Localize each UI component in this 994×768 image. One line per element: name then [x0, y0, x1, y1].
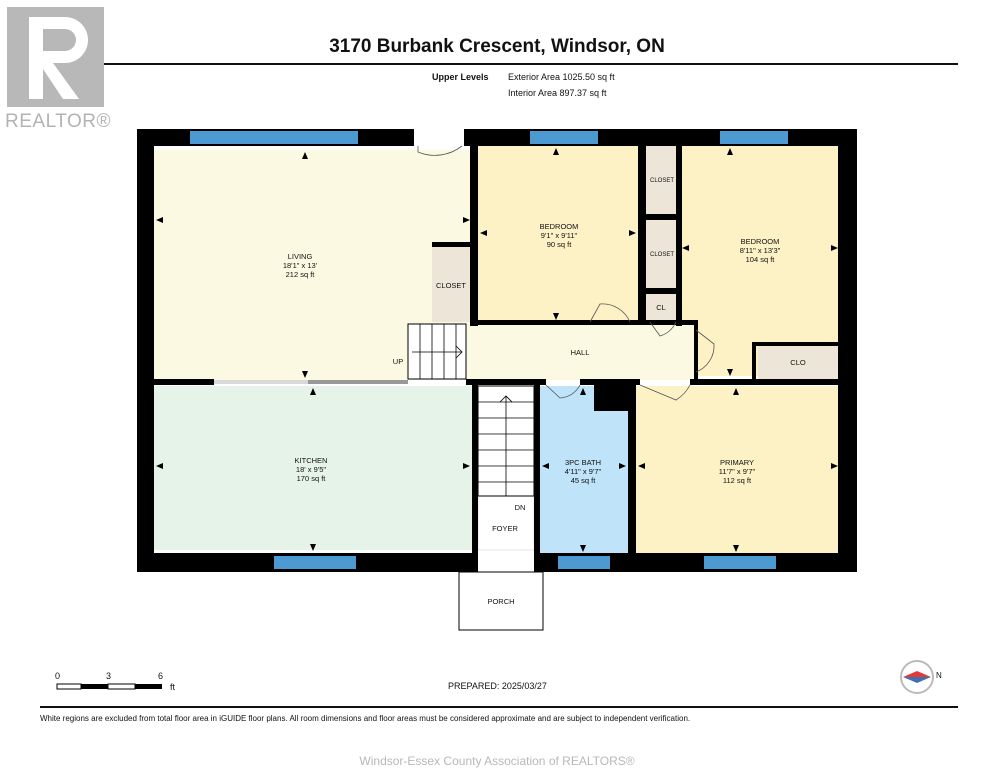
exterior-area: Exterior Area 1025.50 sq ft — [508, 72, 615, 82]
window — [704, 556, 776, 569]
entry-gap-south — [478, 553, 534, 572]
window — [530, 131, 598, 144]
interior-wall — [472, 385, 478, 553]
kitchen-room — [154, 386, 472, 550]
interior-wall — [432, 242, 472, 247]
scale-bar — [56, 683, 162, 690]
disclaimer: White regions are excluded from total fl… — [40, 714, 691, 723]
scale-tick-0: 0 — [55, 671, 61, 681]
footer-divider — [40, 706, 958, 708]
room-area: 170 sq ft — [296, 474, 326, 483]
interior-wall — [580, 379, 640, 385]
room-dims: 9'1" x 9'11" — [540, 231, 578, 240]
window — [274, 556, 356, 569]
bath-room — [540, 386, 628, 554]
interior-wall — [470, 146, 478, 326]
interior-wall — [752, 342, 756, 382]
compass-icon — [900, 660, 934, 694]
window — [190, 131, 358, 144]
room-area: 212 sq ft — [285, 270, 315, 279]
association-footer: Windsor-Essex County Association of REAL… — [359, 754, 635, 768]
prepared-date: PREPARED: 2025/03/27 — [448, 681, 547, 691]
bedroom-1-room — [478, 146, 638, 322]
east-wall — [838, 129, 857, 572]
compass-label: N — [936, 671, 942, 680]
room-dims: 18'1" x 13' — [282, 261, 318, 270]
page-title: 3170 Burbank Crescent, Windsor, ON — [329, 36, 665, 57]
window — [720, 131, 788, 144]
label-cl: CL — [656, 303, 666, 312]
cl-closet — [646, 294, 676, 322]
doors — [417, 145, 715, 582]
interior-wall — [676, 146, 682, 326]
label-closet-b: CLOSET — [649, 252, 674, 258]
label-up: UP — [392, 357, 404, 366]
room-dims: 18' x 9'5" — [295, 465, 327, 474]
room-label-kitchen: KITCHEN 18' x 9'5" 170 sq ft — [271, 456, 351, 483]
label-porch: PORCH — [487, 597, 515, 606]
scale-unit: ft — [170, 682, 176, 692]
realtor-r-icon — [29, 17, 89, 99]
room-dims: 11'7" x 9'7" — [718, 467, 756, 476]
stairs-up — [407, 323, 467, 380]
opening — [214, 380, 308, 384]
room-name: BEDROOM — [740, 237, 780, 246]
room-area: 104 sq ft — [745, 255, 775, 264]
interior-wall — [478, 320, 696, 325]
interior-area: Interior Area 897.37 sq ft — [508, 88, 607, 98]
interior-wall — [690, 379, 840, 385]
label-closet-a: CLOSET — [649, 178, 674, 184]
room-dims: 4'11" x 9'7" — [564, 467, 602, 476]
bedroom-closet-b — [646, 220, 678, 288]
porch — [458, 571, 544, 631]
scale-tick-3: 3 — [106, 671, 112, 681]
window — [558, 556, 610, 569]
interior-wall — [752, 342, 840, 346]
room-label-living: LIVING 18'1" x 13' 212 sq ft — [260, 252, 340, 279]
interior-wall — [640, 214, 680, 220]
room-dims: 8'11" x 13'3" — [739, 246, 781, 255]
interior-wall — [694, 320, 698, 380]
label-dn: DN — [514, 503, 526, 512]
room-name: BEDROOM — [539, 222, 579, 231]
room-area: 112 sq ft — [722, 476, 752, 485]
clo-closet — [758, 346, 838, 380]
interior-wall — [466, 379, 546, 385]
west-wall — [137, 129, 154, 572]
interior-wall — [640, 288, 680, 294]
room-label-bedroom-2: BEDROOM 8'11" x 13'3" 104 sq ft — [720, 237, 800, 264]
interior-wall — [154, 379, 214, 385]
interior-wall — [628, 385, 636, 553]
bedroom-closet-a — [646, 146, 678, 214]
room-name: 3PC BATH — [564, 458, 602, 467]
room-area: 90 sq ft — [546, 240, 572, 249]
level-label: Upper Levels — [432, 72, 489, 82]
room-name: LIVING — [287, 252, 313, 261]
room-label-bath: 3PC BATH 4'11" x 9'7" 45 sq ft — [547, 458, 619, 485]
room-name: PRIMARY — [719, 458, 755, 467]
header-divider — [40, 63, 958, 65]
entry-gap-north — [414, 129, 464, 146]
room-label-primary: PRIMARY 11'7" x 9'7" 112 sq ft — [697, 458, 777, 485]
living-closet — [432, 246, 470, 322]
stairs-down — [477, 385, 535, 497]
label-foyer: FOYER — [492, 524, 518, 533]
interior-wall — [594, 385, 630, 411]
room-name: KITCHEN — [294, 456, 328, 465]
interior-wall — [638, 146, 646, 322]
primary-room — [636, 386, 838, 554]
realtor-wordmark: REALTOR® — [5, 111, 111, 132]
hall-room — [466, 324, 694, 380]
interior-wall — [534, 385, 540, 553]
label-hall: HALL — [570, 348, 590, 357]
label-clo: CLO — [790, 358, 806, 367]
opening — [308, 380, 408, 384]
room-label-bedroom-1: BEDROOM 9'1" x 9'11" 90 sq ft — [519, 222, 599, 249]
scale-tick-6: 6 — [158, 671, 164, 681]
label-closet: CLOSET — [435, 281, 466, 290]
dimension-arrows — [156, 148, 838, 552]
room-area: 45 sq ft — [570, 476, 596, 485]
realtor-logo — [7, 7, 104, 107]
